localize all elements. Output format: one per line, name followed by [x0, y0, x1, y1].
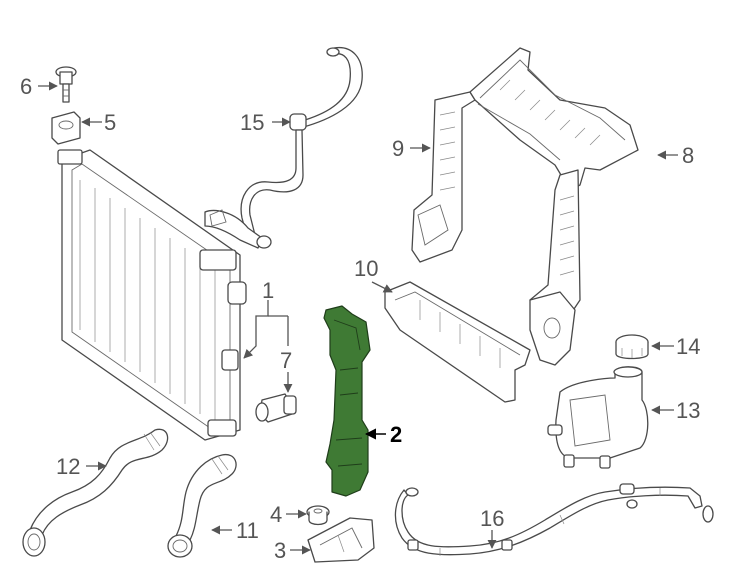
callout-labels: 6 5 15 9 8 10 1 7 14 13 2 12 11 4 3 16 [20, 74, 700, 563]
callout-8: 8 [682, 143, 694, 168]
callout-15: 15 [240, 110, 264, 135]
callout-7: 7 [280, 348, 292, 373]
callout-10: 10 [354, 256, 378, 281]
reservoir-cap-part-14 [615, 334, 649, 360]
callout-leaders [38, 81, 678, 555]
callout-13: 13 [676, 398, 700, 423]
callout-14: 14 [676, 334, 700, 359]
callout-5: 5 [104, 110, 116, 135]
callout-16: 16 [480, 506, 504, 531]
callout-4: 4 [270, 502, 282, 527]
hose-part-12 [22, 428, 169, 557]
plug-part-7 [255, 393, 297, 423]
callout-6: 6 [20, 74, 32, 99]
frame-part-8 [469, 47, 639, 366]
bracket-part-3 [307, 517, 375, 563]
callout-11: 11 [236, 518, 259, 543]
radiator [57, 149, 247, 441]
grommet-part-4 [306, 505, 330, 526]
mount-part-5 [51, 111, 81, 145]
callout-12: 12 [56, 454, 80, 479]
callout-3: 3 [274, 538, 286, 563]
bracket-part-2 [323, 305, 371, 497]
callout-1: 1 [262, 278, 274, 303]
deflector-part-10 [384, 281, 531, 403]
callout-9: 9 [392, 136, 404, 161]
shroud-part-9 [411, 91, 476, 263]
cap-part-6 [55, 66, 77, 103]
callout-2: 2 [390, 422, 402, 447]
hose-harness-part-16 [394, 483, 714, 556]
expansion-tank-part-13 [547, 366, 649, 469]
hose-part-11 [167, 453, 237, 558]
hose-part-15 [204, 46, 363, 249]
